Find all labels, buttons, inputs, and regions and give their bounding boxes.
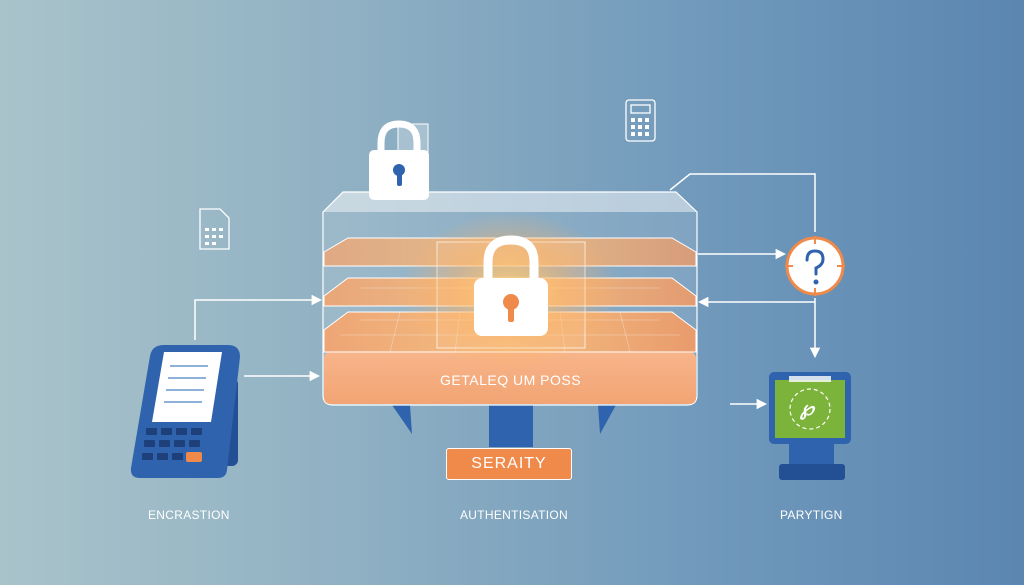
connector-left-top xyxy=(194,294,323,340)
stack-leg-left xyxy=(392,405,412,434)
connector-lines xyxy=(194,173,821,410)
lock-icon-center xyxy=(474,235,548,336)
stack-stand xyxy=(489,405,533,447)
label-encryption: ENCRASTION xyxy=(148,508,230,522)
calculator-icon-top xyxy=(625,99,656,142)
lock-icon-top xyxy=(369,120,429,200)
payment-screen-icon[interactable] xyxy=(769,372,851,480)
core-caption: GETALEQ UM POSS xyxy=(440,372,582,388)
pos-terminal-icon[interactable] xyxy=(130,345,240,478)
security-badge-button[interactable]: SERAITY xyxy=(446,448,572,480)
document-icon-left xyxy=(199,208,230,250)
stack-base xyxy=(324,352,696,404)
label-payment: PARYTIGN xyxy=(780,508,843,522)
label-authentication: AUTHENTISATION xyxy=(460,508,568,522)
payment-screen-symbol: ℘ xyxy=(800,398,814,420)
connector-top-right xyxy=(669,173,816,232)
question-icon[interactable] xyxy=(785,236,845,296)
stack-leg-right xyxy=(598,405,616,434)
